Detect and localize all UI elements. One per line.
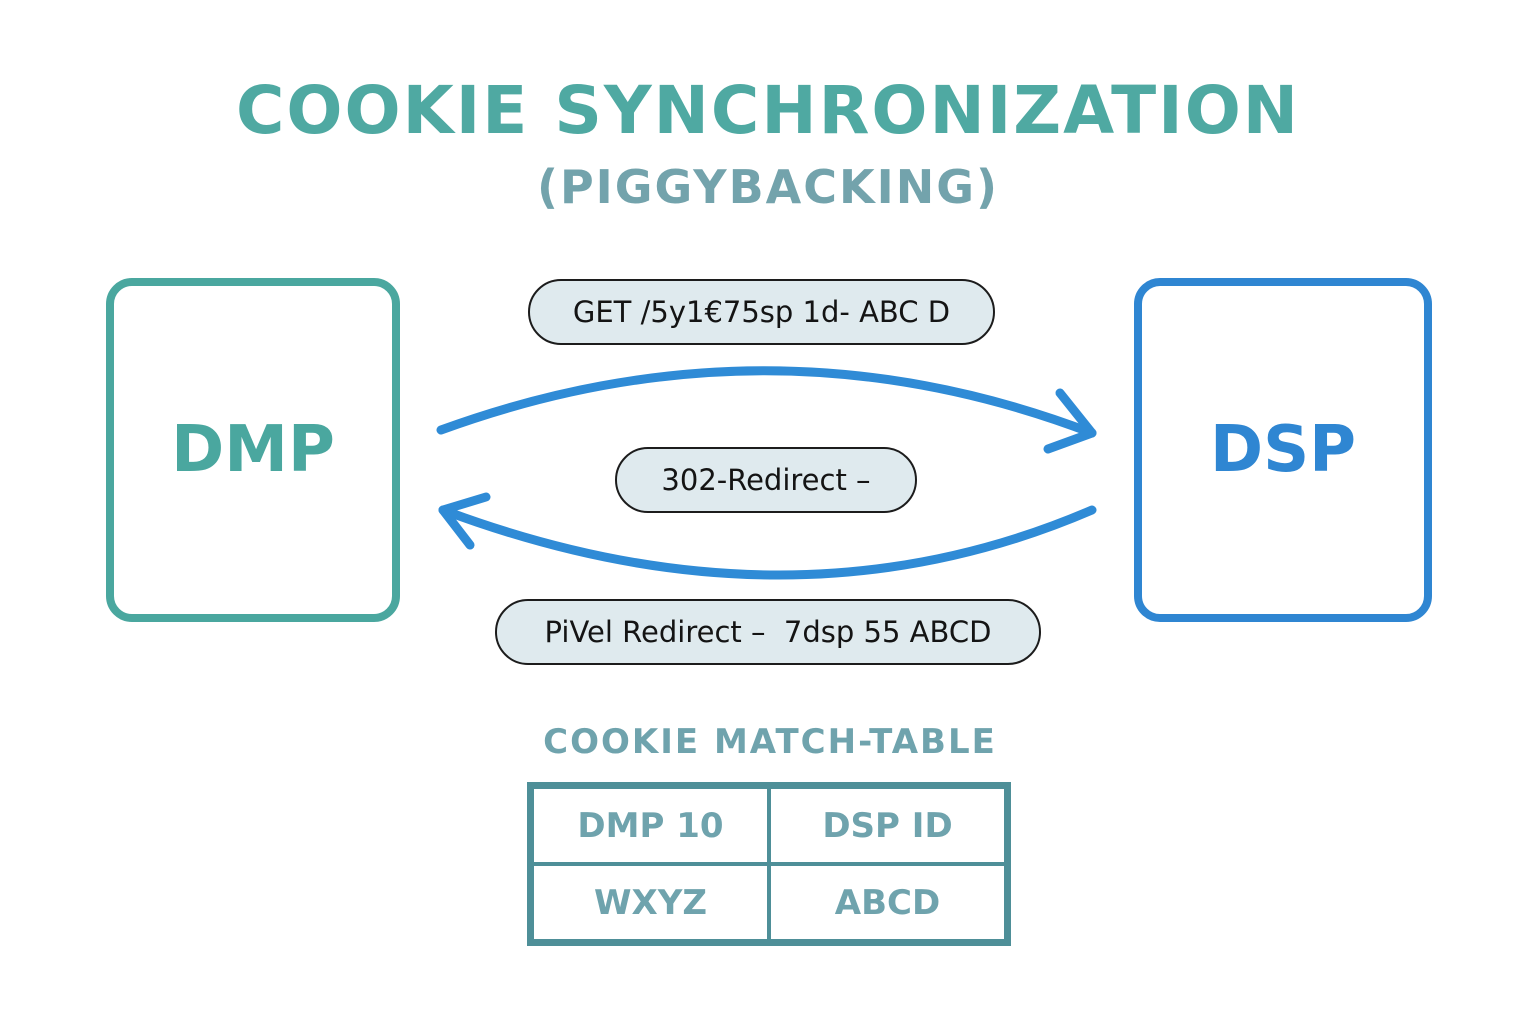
match-table-title: COOKIE MATCH-TABLE bbox=[543, 722, 997, 762]
cookie-match-table: DMP 10 DSP ID WXYZ ABCD bbox=[527, 782, 1011, 946]
table-header-row: DMP 10 DSP ID bbox=[534, 789, 1004, 862]
table-row: WXYZ ABCD bbox=[534, 866, 1004, 939]
redirect-arrowhead-icon bbox=[438, 492, 491, 550]
cell-dmp-id: WXYZ bbox=[534, 866, 767, 939]
redirect-arrow bbox=[438, 505, 1097, 580]
cell-dsp-id: ABCD bbox=[771, 866, 1004, 939]
diagram-subtitle: (PIGGYBACKING) bbox=[536, 160, 1000, 214]
dsp-label: DSP bbox=[1209, 413, 1357, 487]
header-dmp-id: DMP 10 bbox=[534, 789, 767, 862]
dmp-label: DMP bbox=[171, 413, 335, 487]
request-arrow bbox=[436, 366, 1097, 438]
pixel-redirect-message-pill: PiVel Redirect – 7dsp 55 ABCD bbox=[495, 599, 1041, 665]
dsp-node: DSP bbox=[1134, 278, 1432, 622]
diagram-title: COOKIE SYNCHRONIZATION bbox=[235, 72, 1301, 149]
header-dsp-id: DSP ID bbox=[771, 789, 1004, 862]
request-arrowhead-icon bbox=[1043, 388, 1097, 454]
pixel-redirect-message: PiVel Redirect – 7dsp 55 ABCD bbox=[544, 615, 992, 649]
request-message: GET /5y1€75sp 1d- ABC D bbox=[572, 295, 951, 329]
dmp-node: DMP bbox=[106, 278, 400, 622]
redirect-message: 302-Redirect – bbox=[661, 463, 871, 497]
redirect-message-pill: 302-Redirect – bbox=[615, 447, 917, 513]
request-message-pill: GET /5y1€75sp 1d- ABC D bbox=[528, 279, 995, 345]
